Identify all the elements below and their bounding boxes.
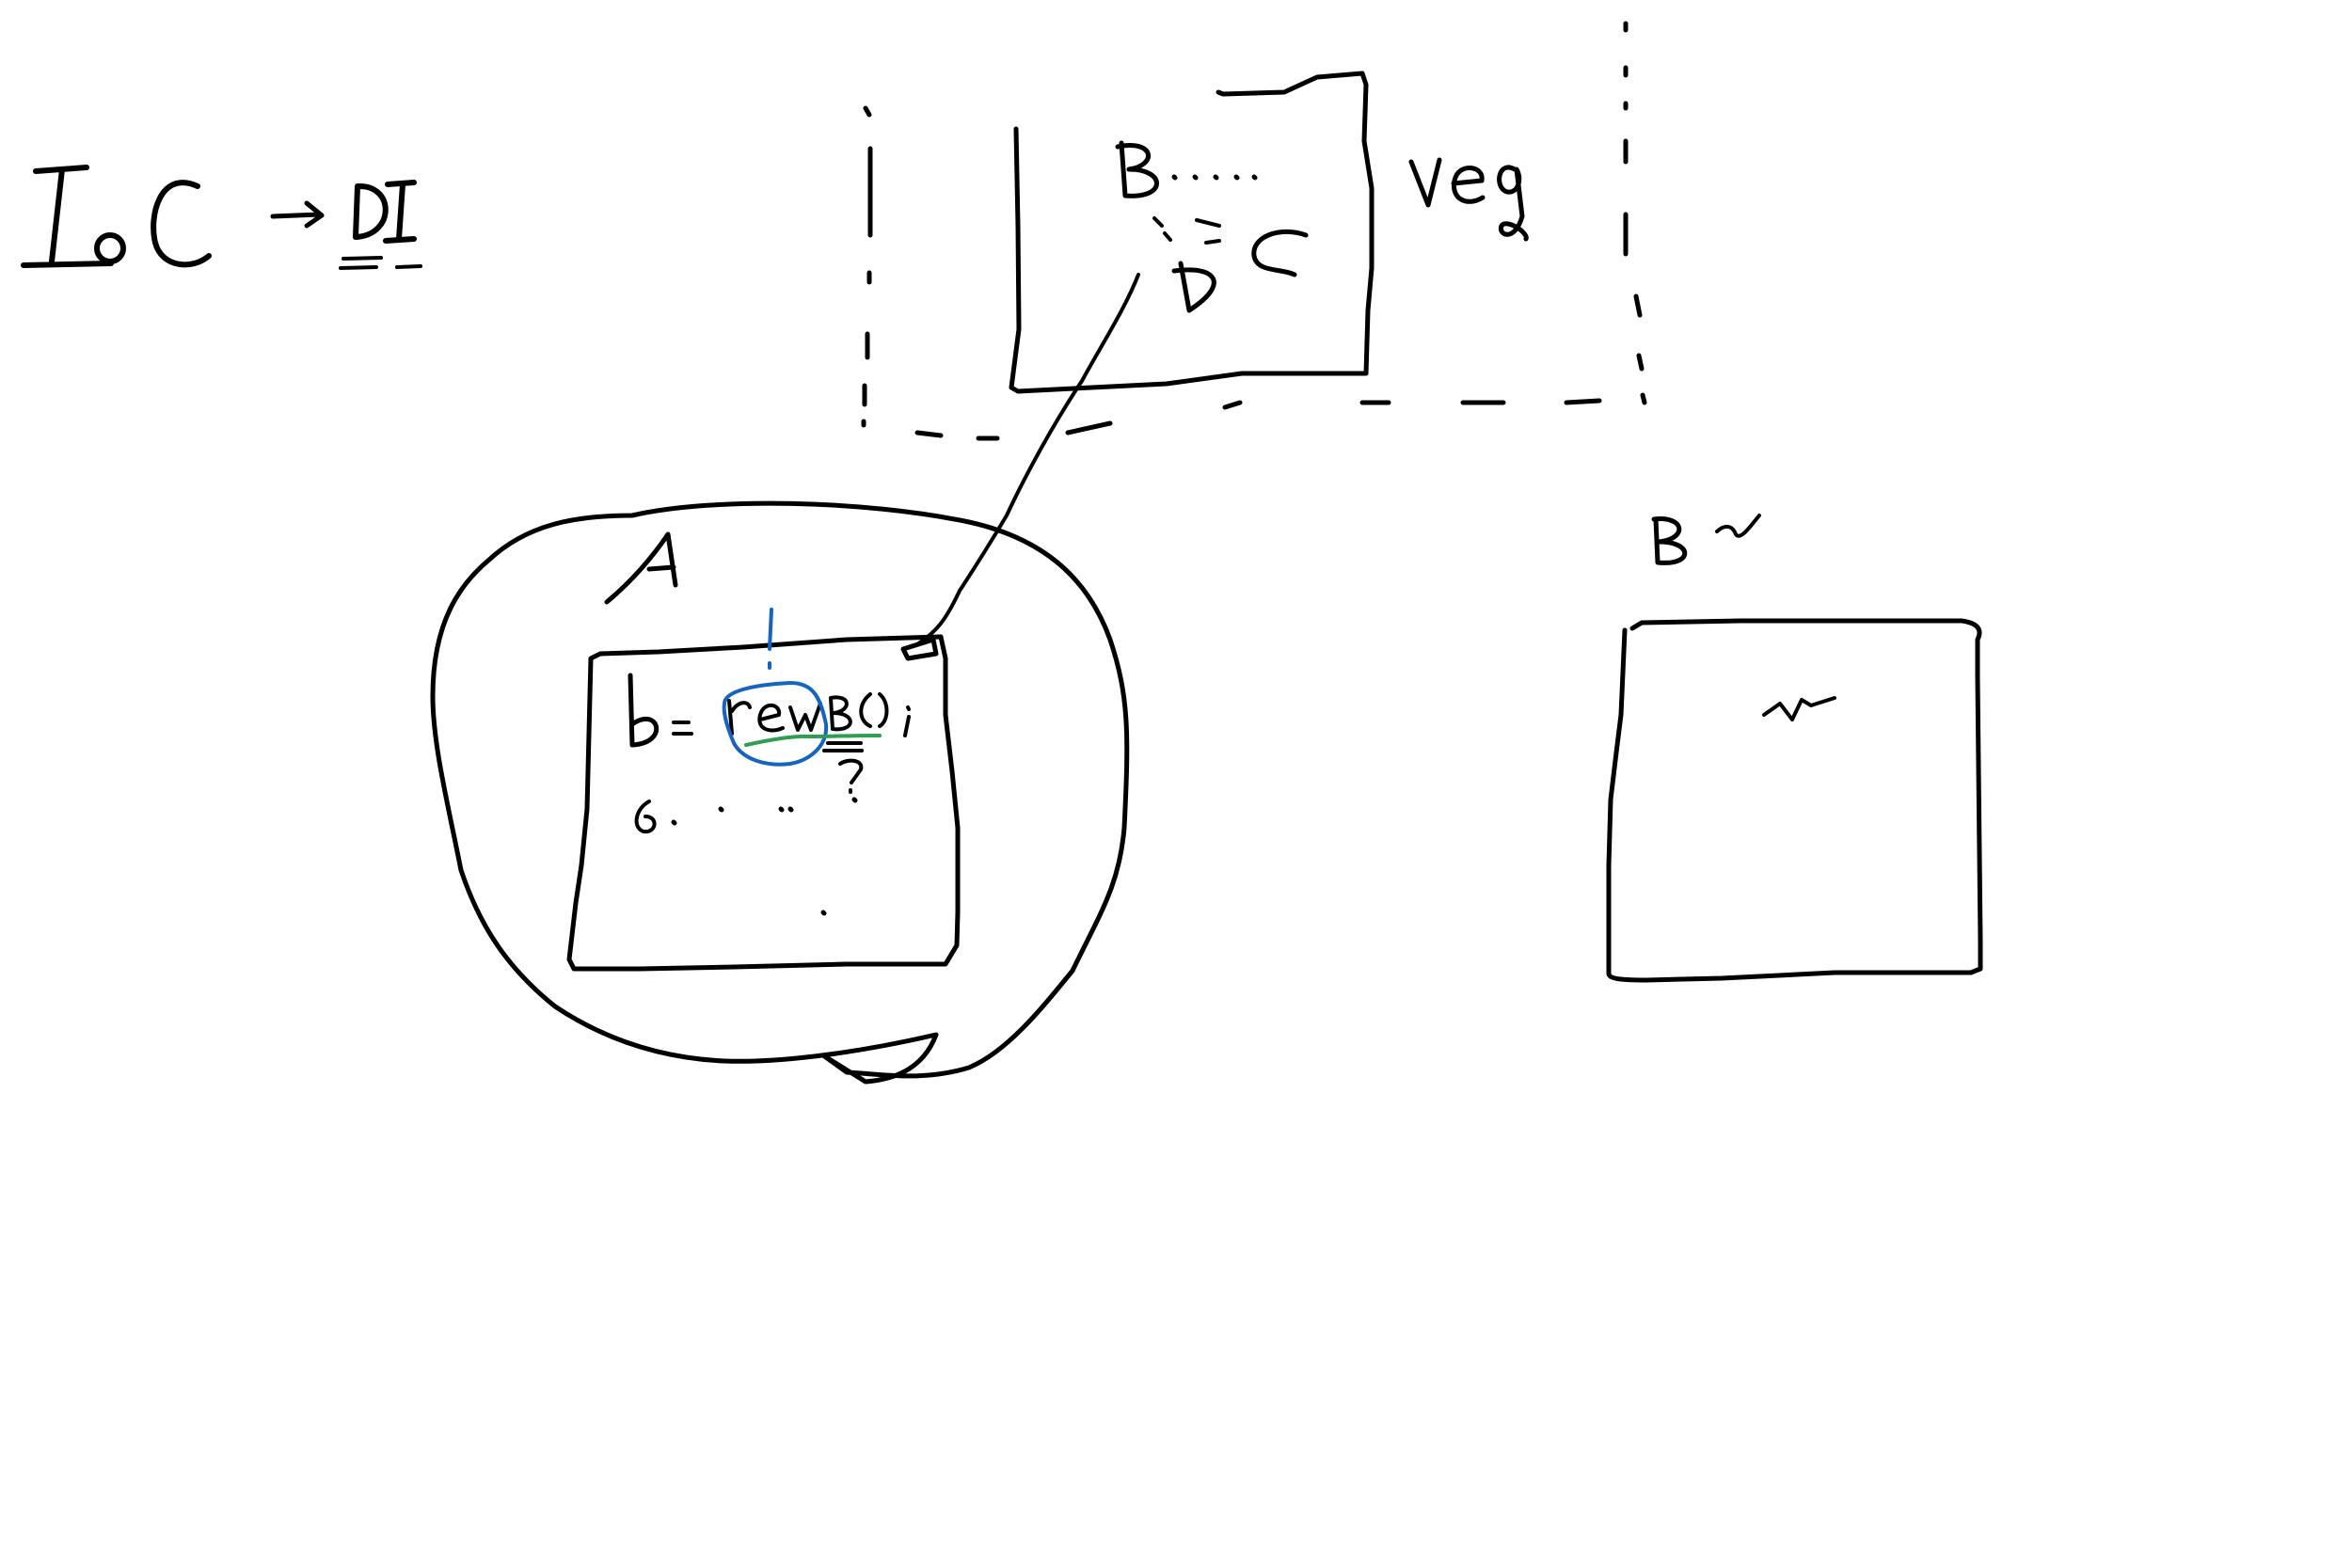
connector-line [915, 273, 1140, 646]
code-line2-dots [671, 797, 858, 916]
container-right-dashes [1623, 21, 1647, 405]
box-b-group [1606, 514, 1983, 983]
title-letter-o [94, 232, 126, 264]
title-ioc-di [21, 165, 422, 270]
component-dashes [1152, 216, 1221, 245]
title-letter-i [21, 165, 114, 268]
highlight-circle-new [722, 681, 829, 767]
highlight-underline [744, 734, 882, 747]
code-question-mark [838, 758, 864, 794]
code-call-underline [822, 741, 864, 752]
container-dashed-boundary [861, 21, 1647, 441]
code-line2-six [634, 800, 657, 834]
container-inner-box [1009, 71, 1375, 394]
code-word-new [727, 699, 822, 736]
container-bottom-dashes [914, 398, 1602, 441]
box-b-label [1651, 516, 1688, 565]
veg-letter-g [1497, 165, 1529, 242]
title-di-underline [339, 256, 422, 270]
box-b-inner-squiggle-icon [1762, 696, 1836, 721]
code-equals-sign [672, 721, 693, 736]
component-b-dots [1171, 174, 1258, 181]
component-c-letter [1251, 230, 1309, 277]
code-call-b [829, 692, 911, 737]
box-a [566, 634, 961, 972]
circle-around-a [430, 500, 1130, 1085]
title-letter-c [151, 180, 212, 268]
title-letter-i2 [383, 180, 417, 244]
container-left-dashes [861, 105, 873, 428]
container-label-veg [1408, 157, 1529, 242]
title-letter-d [353, 182, 389, 240]
box-b [1606, 618, 1983, 983]
component-b-label [1115, 140, 1258, 198]
code-letter-b [628, 673, 660, 748]
box-b-squiggle-icon [1715, 514, 1761, 538]
connector-endpoint-mark [900, 637, 939, 661]
component-d-letter [1171, 261, 1216, 313]
veg-letter-e [1451, 166, 1486, 204]
highlight-exclamation [768, 608, 773, 670]
veg-letter-v [1408, 157, 1442, 208]
component-b-letter [1115, 140, 1159, 198]
box-a-label [604, 531, 678, 605]
title-arrow-icon [270, 200, 325, 229]
